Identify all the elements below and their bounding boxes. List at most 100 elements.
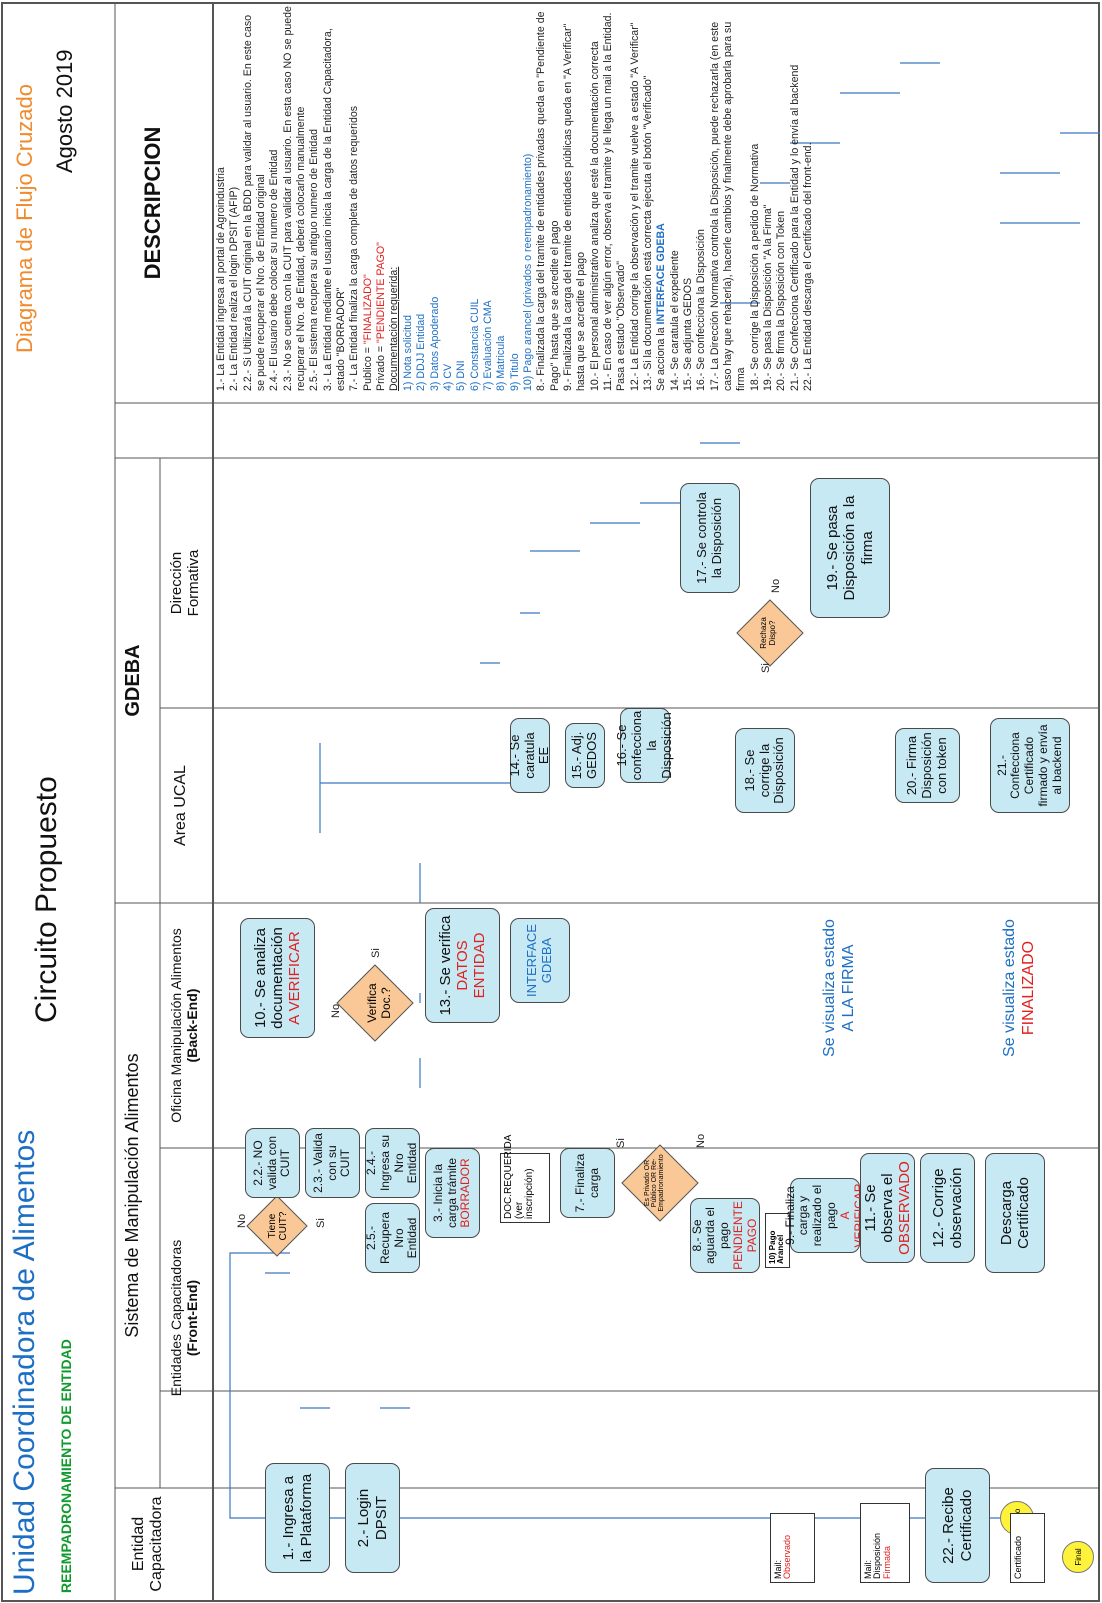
desc-doc-0: 1) Nota solicitud (401, 315, 414, 391)
desc-line-3: 2.4.- El usuario debe colocar su numero … (268, 149, 281, 391)
step-3-state: BORRADOR (458, 1158, 473, 1228)
privado-decision: Es Privado OR Público OR Re-Empadronamie… (620, 1143, 700, 1223)
step-12-box: 12.- Corrige observación (920, 1153, 975, 1263)
cuit-decision: Tiene CUIT? (245, 1194, 309, 1258)
desc-line3-8: 22.- La Entidad descarga el Certificado … (802, 142, 815, 391)
back-line2: (Back-End) (184, 988, 200, 1063)
step-11-text: 11.- Se observa el (861, 1173, 896, 1243)
step-24-box: 2.4.- Ingresa su Nro Entidad (364, 1128, 420, 1198)
desc-line3-7: 21.- Se Confecciona Certificado para la … (788, 64, 801, 391)
desc-publico: Publico = "FINALIZADO" (362, 6, 375, 391)
lane-back-header: Oficina Manipulación Alimentos(Back-End) (168, 903, 200, 1148)
title-main: Alimentos (8, 1129, 41, 1262)
step-20-box: 20.- Firma Disposición con token (895, 728, 960, 803)
step-23-box: 2.3.- Valida con su CUIT (305, 1128, 360, 1198)
desc-line-6: 3.- La Entidad mediante el usuario inici… (321, 28, 348, 391)
cuit-decision-shape (246, 1195, 308, 1257)
step-15-box: 15.- Adj. GEDOS (565, 723, 605, 788)
desc-line2-1: 9.- Finalizada la carga del tramite de e… (561, 23, 588, 391)
desc-line3-2: 16.- Se confecciona la Disposición (695, 229, 708, 391)
final-terminal: Final (1062, 1541, 1094, 1573)
desc-line-5: 2.5.- El sistema recupera su antiguo num… (308, 128, 321, 391)
desc-line2-0: 8.- Finalizada la carga del tramite de e… (535, 11, 561, 392)
certificado-doc: Certificado (1010, 1513, 1045, 1583)
desc-interface-pre: Se acciona la (655, 324, 668, 391)
desc-line-1: 2.- La Entidad realiza el login DPSIT (A… (228, 186, 241, 391)
descripcion-header: DESCRIPCION (140, 126, 165, 280)
privado-si-label: Si (615, 1138, 627, 1148)
desc-line2-2: 10.- El personal administrativo analiza … (588, 41, 601, 391)
desc-privado: Privado = "PENDIENTE PAGO" (375, 6, 388, 391)
step-13-text: 13.- Se verifica (436, 915, 454, 1016)
desc-line2-4: 12.- La Entidad corrige la observación y… (628, 22, 641, 392)
desc-line3-0: 14.- Se caratula el expediente (668, 250, 681, 391)
verifica-decision-shape (336, 964, 414, 1042)
lane-entidad-header: Entidad Capacitadora (130, 1496, 165, 1592)
cuit-si-label: Si (315, 1218, 327, 1228)
date: Agosto 2019 (52, 49, 77, 173)
desc-line-4: 2.3.- No se cuenta con la CUIT para vali… (281, 6, 308, 391)
step-22-no-box: 2.2.- NO valida con CUIT (245, 1128, 300, 1198)
cuit-no-label: No (236, 1213, 248, 1228)
desc-interface: Se acciona la INTERFACE GDEBA (655, 6, 668, 391)
center-title: Circuito Propuesto (30, 776, 63, 1023)
desc-line3-5: 19.- Se pasa la Disposición "A la Firma" (762, 204, 775, 391)
mail-disp-3: Firmada (881, 1545, 892, 1579)
desc-line-0: 1.- La Entidad ingresa al portal de Agro… (215, 167, 227, 391)
desc-doc-5: 6) Constancia CUIL (468, 298, 481, 391)
desc-doc-1: 2) DDJJ Entidad (415, 313, 428, 391)
step-2-box: 2.- Login DPSIT (345, 1463, 400, 1573)
lane-gdeba-header: GDEBA (122, 644, 144, 717)
mail-observado-doc: Mail:Observado (770, 1513, 815, 1583)
rechaza-decision-shape (736, 599, 804, 667)
description-panel: 1.- La Entidad ingresa al portal de Agro… (215, 6, 815, 391)
step-13-state: DATOS ENTIDAD (453, 932, 489, 999)
step-8-state: PENDIENTE PAGO (730, 1201, 759, 1270)
visual-firma-state: A LA FIRMA (840, 944, 858, 1032)
desc-line3-4: 18.- Se corrige la Disposición a pedido … (748, 143, 761, 391)
step-10-text: 10.- Se analiza documentación (251, 927, 286, 1029)
desc-doc-3: 4) CV (441, 363, 454, 391)
step-9-text: 9.- Finaliza carga y realizado el pago (782, 1184, 838, 1247)
desc-line2-3: 11.- En caso de ver algún error, observa… (601, 12, 628, 391)
visual-fin-state: FINALIZADO (1020, 940, 1038, 1036)
desc-publico-val: "FINALIZADO" (361, 274, 374, 345)
step-18-box: 18.- Se corrige la Disposición (735, 728, 795, 813)
step-8-text: 8.- Se aguarda el pago (689, 1207, 732, 1264)
privado-no-label: No (695, 1133, 707, 1148)
desc-doc-4: 5) DNI (455, 360, 468, 391)
step-22-box: 22.- Recibe Certificado (925, 1468, 990, 1583)
visual-fin-text: Se visualiza estado (1001, 919, 1018, 1057)
desc-doc-6: 7) Evaluación CMA (481, 300, 494, 391)
rechaza-si-label: Si (760, 663, 772, 673)
step-1-box: 1.- Ingresa a la Plataforma (265, 1463, 330, 1573)
desc-doc-2: 3) Datos Apoderado (428, 296, 441, 391)
subtitle: REEMPADRONAMIENTO DE ENTIDAD (58, 1339, 74, 1593)
title-prefix: Unidad Coordinadora de (8, 1261, 41, 1595)
step-11-state: OBSERVADO (896, 1161, 914, 1255)
desc-privado-label: Privado = (375, 343, 388, 391)
back-line1: Oficina Manipulación Alimentos (168, 928, 184, 1123)
desc-doc-title: Documentación requerida: (388, 266, 401, 391)
step-19-box: 19.- Se pasa Disposición a la firma (810, 478, 890, 618)
verifica-no-label: No (330, 1003, 342, 1018)
interface-gdeba-box: INTERFACE GDEBA (510, 918, 570, 1003)
desc-doc-8: 9) Titulo (508, 353, 521, 391)
desc-privado-val: "PENDIENTE PAGO" (375, 242, 388, 343)
direccion-line2: Formativa (185, 549, 202, 617)
verifica-decision: Verifica Doc.? (335, 963, 415, 1043)
cuit-decision-label: Tiene CUIT? (267, 1211, 289, 1241)
lane-ucal-header: Area UCAL (172, 765, 189, 846)
mail-obs-2: Observado (782, 1534, 793, 1579)
verifica-decision-label: Verifica Doc.? (365, 983, 393, 1023)
